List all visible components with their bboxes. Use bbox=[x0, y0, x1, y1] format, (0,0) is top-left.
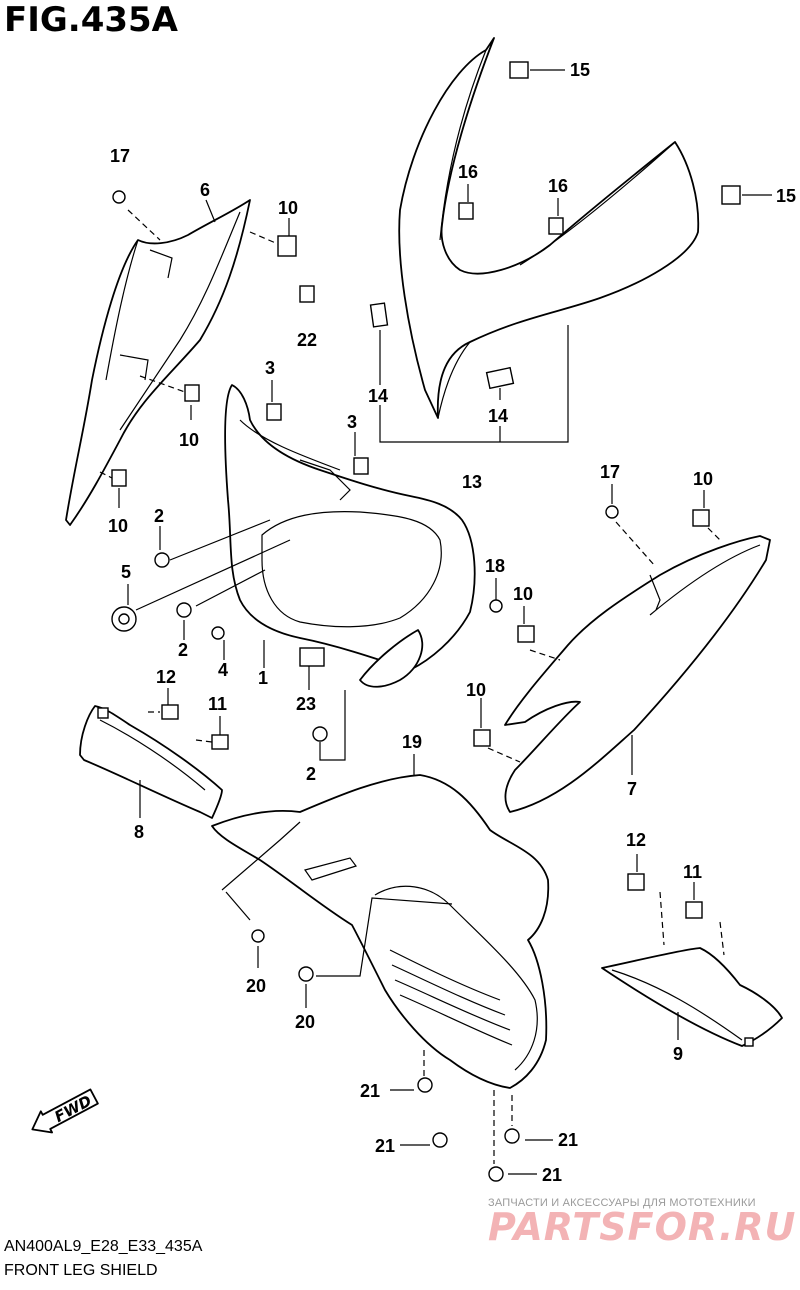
callout-1: 1 bbox=[258, 668, 268, 688]
figure-name: FRONT LEG SHIELD bbox=[4, 1262, 158, 1279]
callout-20: 20 bbox=[246, 976, 266, 996]
callout-21: 21 bbox=[558, 1130, 578, 1150]
callout-5: 5 bbox=[121, 562, 131, 582]
inner-frame bbox=[224, 384, 476, 688]
callout-10: 10 bbox=[179, 430, 199, 450]
right-lower-bracket bbox=[601, 947, 783, 1047]
fwd-label: FWD bbox=[52, 1092, 95, 1126]
callout-21: 21 bbox=[375, 1136, 395, 1156]
callout-9: 9 bbox=[673, 1044, 683, 1064]
callout-15: 15 bbox=[776, 186, 796, 206]
callout-21: 21 bbox=[360, 1081, 380, 1101]
callout-numbers: 15 15 16 16 17 6 10 22 3 3 14 14 13 10 1… bbox=[108, 60, 796, 1185]
callout-6: 6 bbox=[200, 180, 210, 200]
callout-11: 11 bbox=[208, 694, 227, 714]
callout-8: 8 bbox=[134, 822, 144, 842]
callout-2: 2 bbox=[178, 640, 188, 660]
callout-2: 2 bbox=[154, 506, 164, 526]
callout-19: 19 bbox=[402, 732, 422, 752]
callout-12: 12 bbox=[626, 830, 646, 850]
callout-10: 10 bbox=[278, 198, 298, 218]
callout-15: 15 bbox=[570, 60, 590, 80]
callout-17: 17 bbox=[600, 462, 620, 482]
callout-10: 10 bbox=[466, 680, 486, 700]
callout-3: 3 bbox=[347, 412, 357, 432]
callout-23: 23 bbox=[296, 694, 316, 714]
callout-20: 20 bbox=[295, 1012, 315, 1032]
right-side-panel bbox=[504, 535, 771, 813]
callout-21: 21 bbox=[542, 1165, 562, 1185]
callout-2: 2 bbox=[306, 764, 316, 784]
callout-7: 7 bbox=[627, 779, 637, 799]
callout-16: 16 bbox=[548, 176, 568, 196]
upper-front-cover bbox=[369, 37, 700, 419]
callout-16: 16 bbox=[458, 162, 478, 182]
callout-11: 11 bbox=[683, 862, 702, 882]
left-lower-bracket bbox=[79, 705, 223, 819]
lower-front-cover bbox=[211, 774, 550, 1089]
arrow-left-icon bbox=[31, 1088, 99, 1134]
callout-14: 14 bbox=[488, 406, 508, 426]
watermark-subtitle: ЗАПЧАСТИ И АКСЕССУАРЫ ДЛЯ МОТОТЕХНИКИ bbox=[488, 1197, 756, 1209]
callout-10: 10 bbox=[693, 469, 713, 489]
figure-code: AN400AL9_E28_E33_435A bbox=[4, 1238, 203, 1255]
callout-22: 22 bbox=[297, 330, 317, 350]
callout-10: 10 bbox=[108, 516, 128, 536]
callout-4: 4 bbox=[218, 660, 228, 680]
left-side-panel bbox=[65, 199, 251, 526]
callout-12: 12 bbox=[156, 667, 176, 687]
callout-10: 10 bbox=[513, 584, 533, 604]
callout-14: 14 bbox=[368, 386, 388, 406]
callout-17: 17 bbox=[110, 146, 130, 166]
callout-13: 13 bbox=[462, 472, 482, 492]
fwd-direction-badge: FWD bbox=[31, 1088, 99, 1134]
fastener-clips bbox=[111, 61, 741, 919]
leader-lines bbox=[99, 69, 772, 1175]
fastener-screws bbox=[111, 190, 619, 1182]
callout-18: 18 bbox=[485, 556, 505, 576]
figure-title: FIG.435A bbox=[4, 0, 178, 40]
watermark-brand: PARTSFOR.RU bbox=[488, 1205, 797, 1249]
callout-3: 3 bbox=[265, 358, 275, 378]
